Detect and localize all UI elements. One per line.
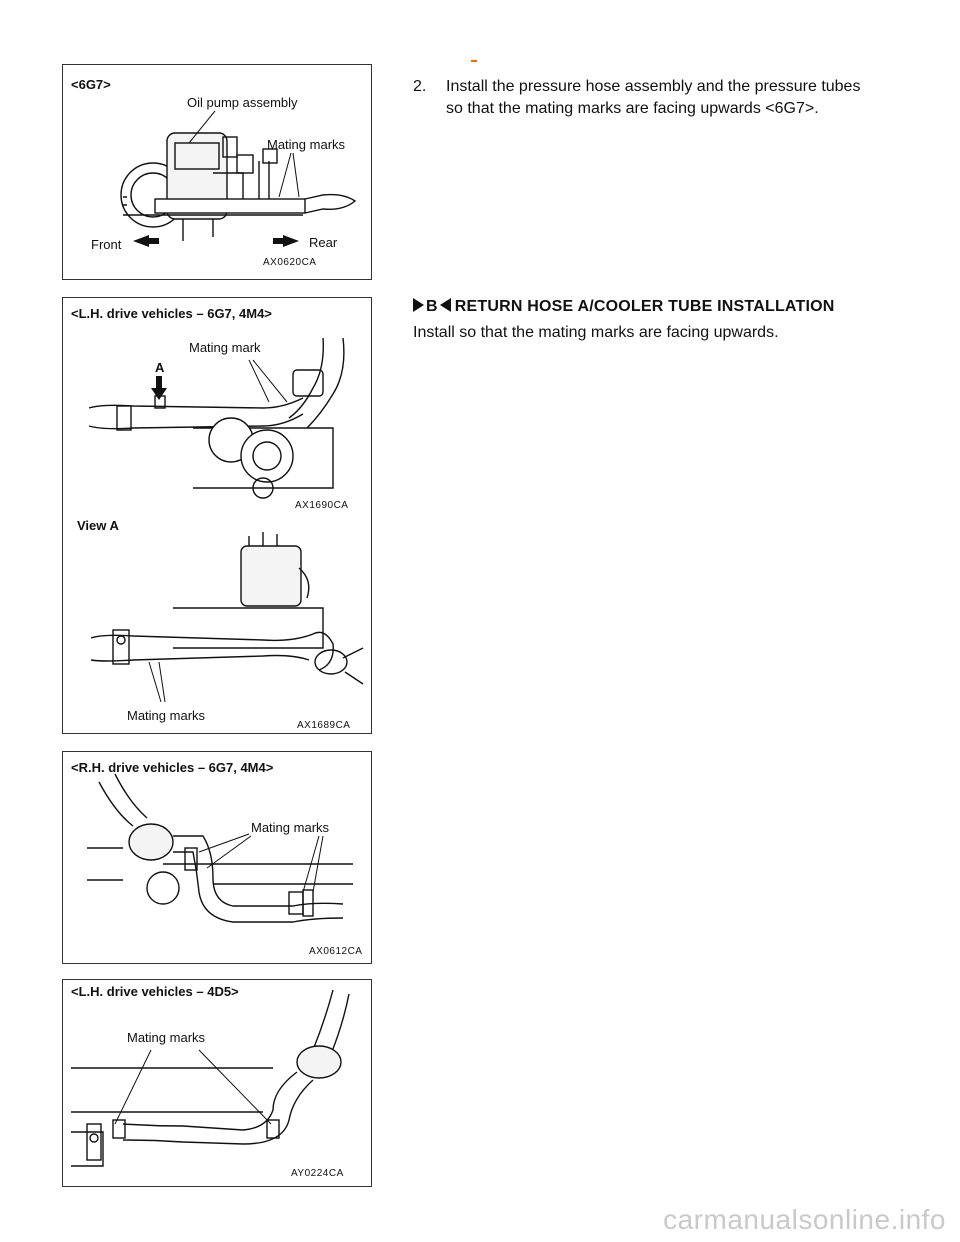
front-label: Front	[91, 237, 122, 252]
figure-title: <6G7>	[71, 77, 111, 92]
figure-rh-6g7-4m4: <R.H. drive vehicles – 6G7, 4M4> Mating …	[62, 751, 372, 964]
mating-marks-label: Mating marks	[251, 820, 330, 835]
figure-code-bottom: AX1689CA	[297, 720, 351, 731]
step-2-number: 2.	[413, 78, 427, 95]
figure-title: <L.H. drive vehicles – 6G7, 4M4>	[71, 306, 272, 321]
rear-label: Rear	[309, 235, 338, 250]
figure-code: AX0612CA	[309, 946, 363, 957]
figure-lh-4d5: <L.H. drive vehicles – 4D5> Mating marks…	[62, 979, 372, 1187]
mating-mark-label: Mating mark	[189, 340, 261, 355]
mating-marks-label: Mating marks	[127, 1030, 206, 1045]
view-a-label: View A	[77, 518, 119, 533]
rear-arrow-icon	[283, 235, 299, 247]
orange-mark	[471, 60, 477, 62]
mating-marks-label: Mating marks	[127, 708, 206, 723]
section-letter: B	[426, 298, 438, 315]
section-body: Install so that the mating marks are fac…	[413, 324, 779, 341]
section-title: RETURN HOSE A/COOLER TUBE INSTALLATION	[454, 298, 835, 315]
step-2-line-1: Install the pressure hose assembly and t…	[446, 78, 861, 95]
arrow-a-label: A	[155, 360, 165, 375]
figure-code: AY0224CA	[291, 1168, 344, 1179]
view-a-arrow-icon	[151, 388, 167, 400]
front-arrow-icon	[133, 235, 149, 247]
figure-code-top: AX1690CA	[295, 500, 349, 511]
section-heading: B RETURN HOSE A/COOLER TUBE INSTALLATION	[413, 298, 835, 316]
oil-pump-illustration	[120, 110, 357, 247]
figure-lh-6g7-4m4: <L.H. drive vehicles – 6G7, 4M4> Mating …	[62, 297, 372, 734]
lh-drive-illustration	[88, 337, 364, 703]
mating-marks-label: Mating marks	[267, 137, 346, 152]
figure-6g7-oil-pump: <6G7> Oil pump assembly Mating marks Fro…	[62, 64, 372, 280]
rh-drive-illustration	[87, 773, 353, 923]
figure-title: <R.H. drive vehicles – 6G7, 4M4>	[71, 760, 274, 775]
step-2-line-2: so that the mating marks are facing upwa…	[446, 100, 819, 117]
watermark: carmanualsonline.info	[663, 1204, 946, 1235]
left-triangle-icon	[439, 298, 451, 312]
lh-4d5-illustration	[71, 989, 350, 1167]
oil-pump-label: Oil pump assembly	[187, 95, 298, 110]
figure-code: AX0620CA	[263, 257, 317, 268]
right-triangle-icon	[413, 298, 424, 312]
figure-title: <L.H. drive vehicles – 4D5>	[71, 984, 239, 999]
